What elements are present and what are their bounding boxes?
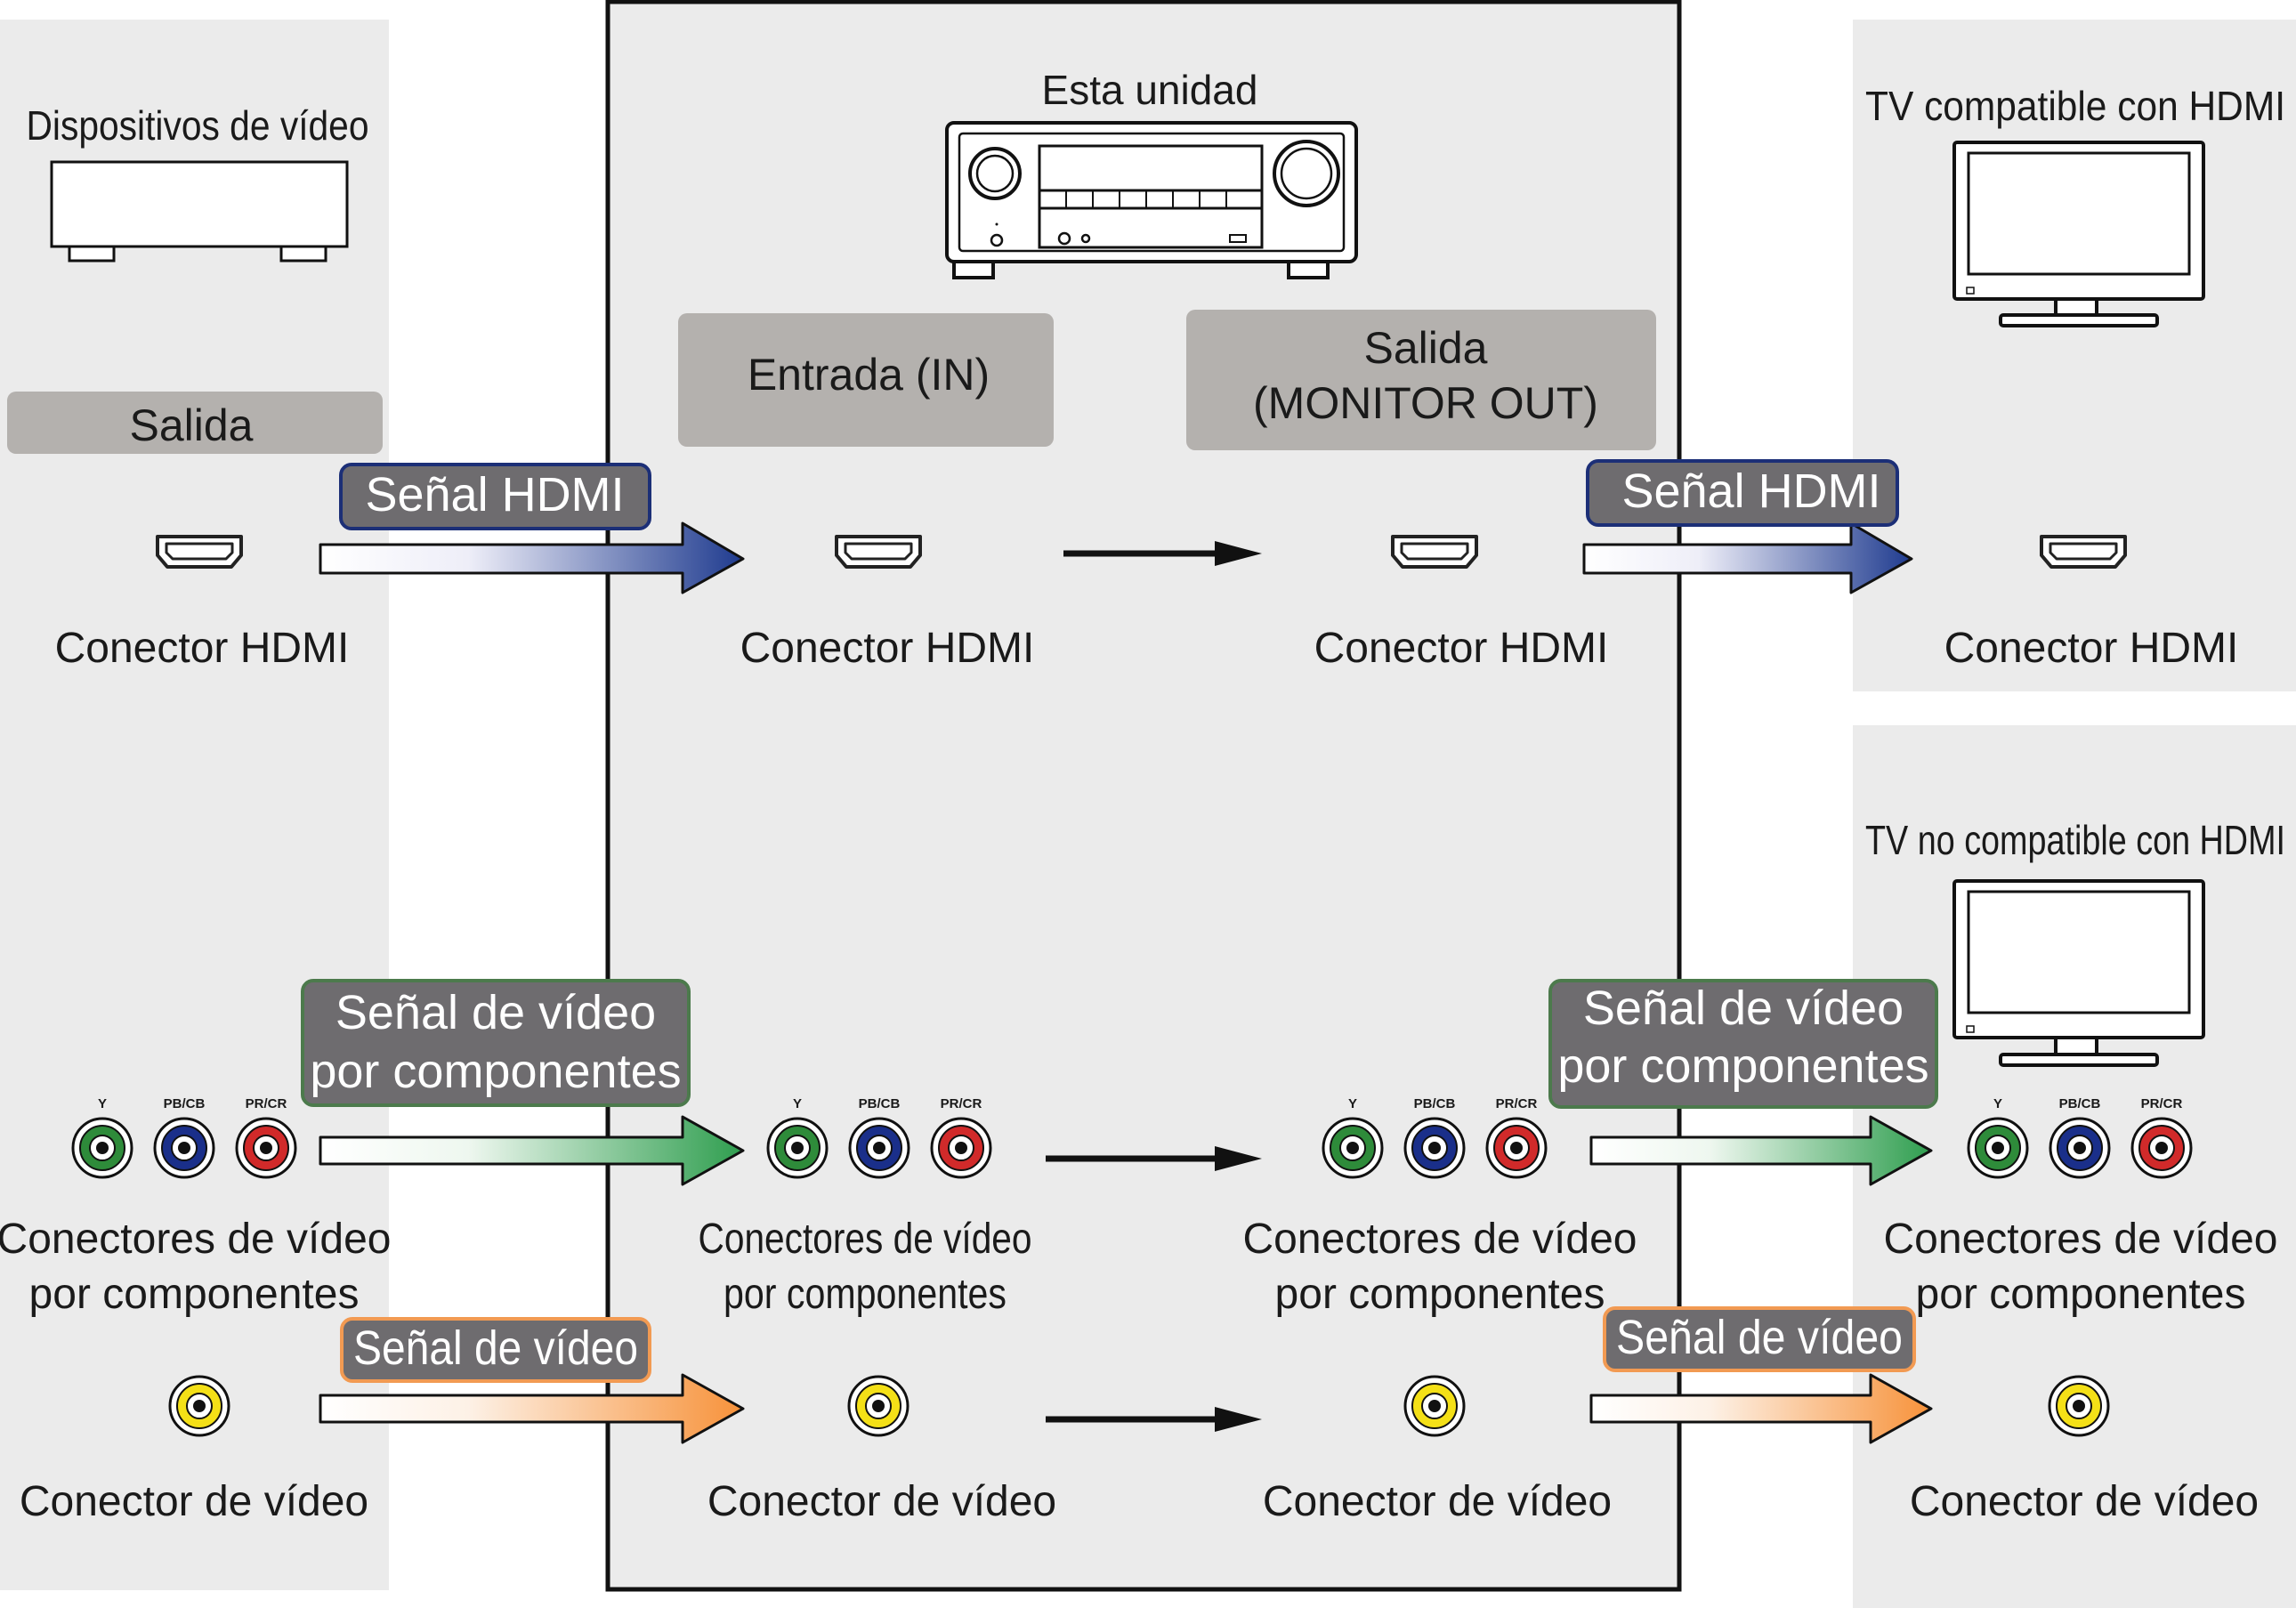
pr-jack-icon [2130, 1117, 2193, 1179]
unit-output-header-line2: (MONITOR OUT) [1253, 378, 1598, 428]
tv-hdmi-label: Conector HDMI [1944, 625, 2239, 672]
unit-title: Esta unidad [1042, 67, 1258, 113]
video-jack-icon [847, 1375, 910, 1437]
unit-in-hdmi-label: Conector HDMI [740, 625, 1035, 672]
unit-out-hdmi-label: Conector HDMI [1314, 625, 1609, 672]
pb-pin-label: PB/CB [164, 1096, 206, 1111]
y-pin-label: Y [98, 1096, 107, 1111]
unit-input-header-text: Entrada (IN) [748, 350, 990, 400]
svg-text:Señal HDMI: Señal HDMI [365, 468, 624, 521]
hdmi-arrow-source-to-unit [319, 521, 745, 594]
hdmi-port-icon [2040, 535, 2127, 569]
pr-pin-label: PR/CR [246, 1096, 287, 1111]
video-signal-tag-right: Señal de vídeo [1603, 1306, 1916, 1372]
video-jack-icon [1403, 1375, 1466, 1437]
y-pin-label: Y [1993, 1096, 2002, 1111]
source-hdmi-label: Conector HDMI [55, 625, 350, 672]
pb-pin-label: PB/CB [1414, 1096, 1456, 1111]
tv-component-label-1: Conectores de vídeo [1884, 1216, 2278, 1263]
pb-jack-icon [2049, 1117, 2111, 1179]
component-signal-tag-left: Señal de vídeo por componentes [301, 979, 691, 1107]
svg-text:Señal de vídeo: Señal de vídeo [353, 1321, 638, 1375]
video-signal-tag-left: Señal de vídeo [340, 1317, 651, 1383]
hdmi-port-icon [1391, 535, 1478, 569]
hdmi-signal-tag-left: Señal HDMI [339, 463, 651, 530]
hdmi-tv-icon [1952, 141, 2205, 327]
unit-output-header [1186, 310, 1656, 450]
component-jack-groups: Y PB/CB PR/CR Y PB/CB PR/CR Y PB/CB PR/CR Y PB/CB P… [71, 1096, 2193, 1179]
unit-panel [605, 0, 1682, 1592]
source-component-label-1: Conectores de vídeo [0, 1216, 391, 1263]
svg-text:Señal de vídeo: Señal de vídeo [1583, 982, 1904, 1035]
unit-out-component-label-2: por componentes [1275, 1271, 1605, 1318]
y-pin-label: Y [793, 1096, 802, 1111]
internal-hdmi-arrow [1063, 541, 1262, 566]
internal-component-arrow [1046, 1146, 1262, 1171]
source-video-label: Conector de vídeo [20, 1478, 368, 1525]
y-jack-icon [766, 1117, 829, 1179]
y-jack-icon [1322, 1117, 1384, 1179]
tv-nonhdmi-title: TV no compatible con HDMI [1865, 817, 2285, 863]
component-signal-tag-right: Señal de vídeo por componentes [1548, 979, 1938, 1109]
video-jack-icon [168, 1375, 230, 1437]
pr-jack-icon [930, 1117, 992, 1179]
hdmi-port-icon [156, 535, 243, 569]
hdmi-port-icon [835, 535, 922, 569]
svg-text:Señal HDMI: Señal HDMI [1621, 465, 1880, 518]
source-output-header [7, 392, 383, 454]
y-jack-icon [71, 1117, 133, 1179]
video-arrow-source-to-unit [319, 1373, 745, 1444]
svg-text:Señal de vídeo: Señal de vídeo [336, 986, 656, 1039]
unit-in-video-label: Conector de vídeo [707, 1478, 1056, 1525]
av-receiver-icon [945, 121, 1358, 279]
component-arrow-source-to-unit [319, 1115, 745, 1186]
source-output-header-text: Salida [130, 400, 254, 450]
pb-pin-label: PB/CB [859, 1096, 901, 1111]
source-component-label-2: por componentes [29, 1271, 360, 1318]
tv-hdmi-title: TV compatible con HDMI [1865, 83, 2285, 129]
tv-video-label: Conector de vídeo [1910, 1478, 2259, 1525]
hdmi-arrow-unit-to-tv [1582, 521, 1913, 594]
pr-pin-label: PR/CR [1496, 1096, 1538, 1111]
video-arrow-unit-to-tv [1589, 1373, 1933, 1444]
pr-pin-label: PR/CR [2141, 1096, 2183, 1111]
svg-text:Señal de vídeo: Señal de vídeo [1616, 1311, 1903, 1364]
unit-in-component-label-2: por componentes [724, 1271, 1007, 1318]
video-jack-group [168, 1375, 2110, 1437]
svg-text:por componentes: por componentes [310, 1045, 681, 1098]
internal-video-arrow [1046, 1407, 1262, 1432]
source-panel [0, 20, 389, 1590]
pb-jack-icon [848, 1117, 910, 1179]
y-pin-label: Y [1348, 1096, 1357, 1111]
hdmi-signal-tag-right: Señal HDMI [1586, 459, 1899, 527]
unit-in-component-label-1: Conectores de vídeo [699, 1216, 1032, 1263]
tv-component-label-2: por componentes [1916, 1271, 2246, 1318]
unit-out-component-label-1: Conectores de vídeo [1243, 1216, 1637, 1263]
unit-output-header-line1: Salida [1364, 323, 1488, 373]
pb-pin-label: PB/CB [2059, 1096, 2101, 1111]
y-jack-icon [1967, 1117, 2029, 1179]
pr-pin-label: PR/CR [941, 1096, 982, 1111]
unit-out-video-label: Conector de vídeo [1263, 1478, 1612, 1525]
pb-jack-icon [1403, 1117, 1466, 1179]
svg-text:por componentes: por componentes [1557, 1039, 1928, 1093]
pb-jack-icon [153, 1117, 215, 1179]
component-arrow-unit-to-tv [1589, 1115, 1933, 1186]
video-player-icon [50, 160, 349, 263]
unit-input-header [678, 313, 1054, 447]
non-hdmi-tv-icon [1952, 879, 2205, 1067]
pr-jack-icon [1485, 1117, 1548, 1179]
video-jack-icon [2048, 1375, 2110, 1437]
pr-jack-icon [235, 1117, 297, 1179]
source-device-title: Dispositivos de vídeo [27, 102, 369, 149]
tv-hdmi-panel [1853, 20, 2296, 691]
